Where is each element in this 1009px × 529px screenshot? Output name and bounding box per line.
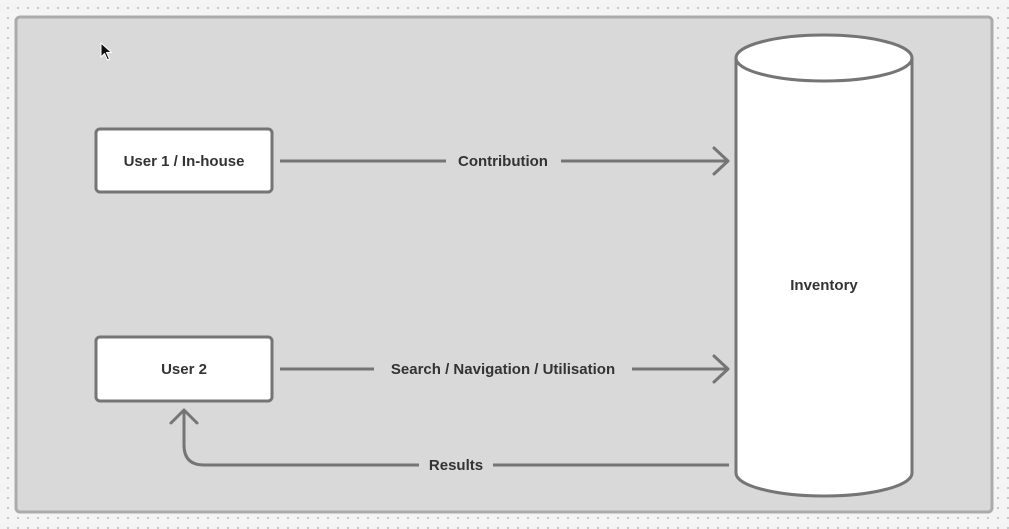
node-inventory-label: Inventory <box>790 277 858 294</box>
mouse-pointer-icon <box>100 42 112 61</box>
node-user1-box[interactable] <box>94 127 274 194</box>
node-user2-label: User 2 <box>161 361 207 378</box>
edge-results-arrowhead-icon <box>169 408 199 425</box>
edge-results-line-end[interactable] <box>182 411 419 467</box>
node-user1-label: User 1 / In-house <box>124 153 245 170</box>
edge-contribution-label: Contribution <box>458 153 548 170</box>
inventory-cylinder-body[interactable] <box>734 58 914 498</box>
node-user2-box[interactable] <box>94 335 274 403</box>
edge-search[interactable]: Search / Navigation / Utilisation <box>280 354 730 384</box>
edge-results[interactable]: Results <box>169 408 729 474</box>
node-user1[interactable]: User 1 / In-house <box>94 127 274 194</box>
node-user2[interactable]: User 2 <box>94 335 274 403</box>
edge-contribution-arrowhead-icon <box>712 146 730 176</box>
node-inventory[interactable]: Inventory <box>734 33 914 498</box>
edge-results-label: Results <box>429 457 483 474</box>
edge-contribution[interactable]: Contribution <box>280 146 730 176</box>
edge-search-label: Search / Navigation / Utilisation <box>391 361 615 378</box>
inventory-cylinder-top[interactable] <box>734 33 914 83</box>
edge-search-arrowhead-icon <box>712 354 730 384</box>
